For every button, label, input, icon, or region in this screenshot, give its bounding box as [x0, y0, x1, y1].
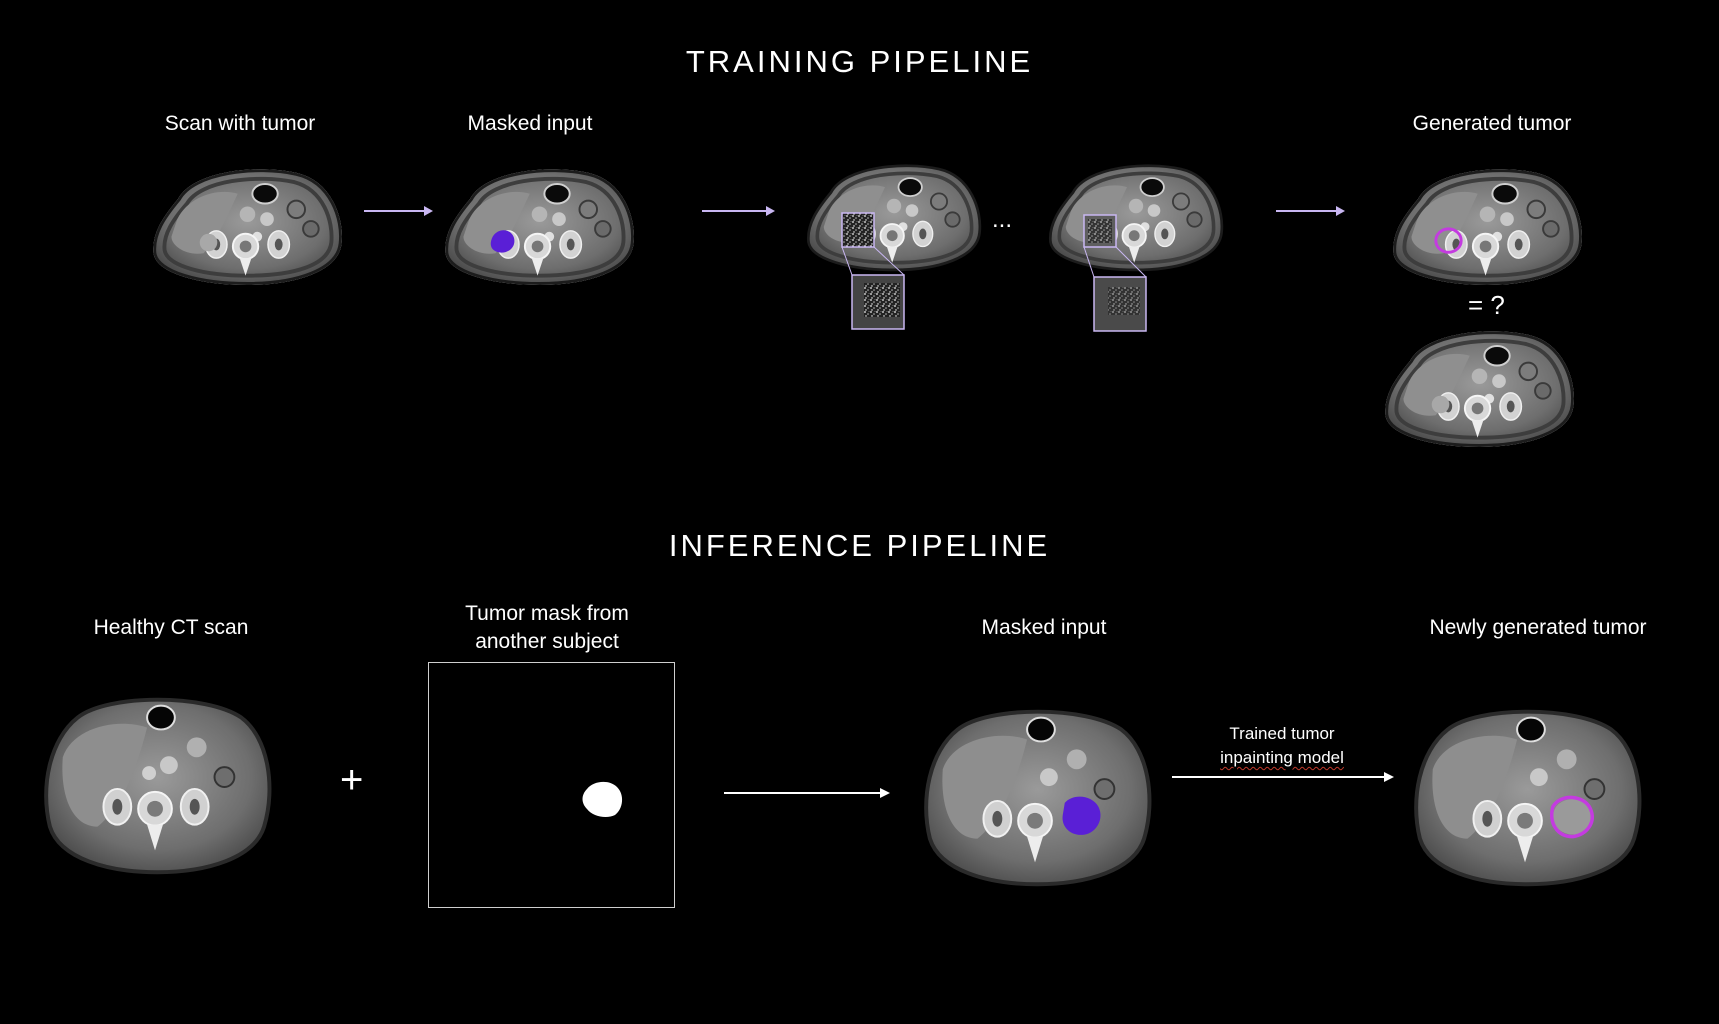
label-tumor-mask-line2: another subject	[475, 630, 619, 653]
label-scan-with-tumor: Scan with tumor	[164, 112, 316, 135]
training-arrow-3	[1276, 206, 1345, 216]
ct-masked-input-training	[444, 168, 635, 286]
ct-generated-tumor	[1392, 168, 1583, 286]
label-newly-generated-tumor: Newly generated tumor	[1429, 616, 1647, 639]
tumor-mask-panel	[428, 662, 675, 908]
diffusion-step-last	[1046, 155, 1226, 332]
inference-pipeline-title: INFERENCE PIPELINE	[668, 528, 1051, 563]
ct-newly-generated-tumor	[1414, 709, 1642, 887]
model-label-line2: inpainting model	[1182, 746, 1382, 770]
inference-arrow-2	[1172, 772, 1394, 782]
label-masked-input: Masked input	[467, 112, 593, 135]
training-arrow-1	[364, 206, 433, 216]
inference-arrow-1	[724, 788, 890, 798]
model-label-line2-text: inpainting model	[1220, 748, 1344, 767]
ct-scan-with-tumor	[152, 168, 343, 286]
label-tumor-mask-line1: Tumor mask from	[465, 602, 629, 625]
tumor-mask-shape	[582, 781, 623, 817]
training-arrow-2	[702, 206, 775, 216]
ct-healthy-scan	[44, 697, 272, 875]
label-masked-input-inference: Masked input	[981, 616, 1107, 639]
ct-ground-truth	[1384, 330, 1575, 448]
training-pipeline-title: TRAINING PIPELINE	[685, 44, 1034, 79]
label-generated-tumor: Generated tumor	[1412, 112, 1572, 135]
ct-masked-input-inference	[924, 709, 1152, 887]
label-healthy-ct-scan: Healthy CT scan	[93, 616, 249, 639]
ellipsis: ...	[992, 206, 1013, 233]
diffusion-step-first	[804, 155, 984, 330]
model-label-line1: Trained tumor	[1229, 724, 1335, 743]
plus-sign: +	[340, 758, 364, 802]
compare-symbol: = ?	[1468, 290, 1505, 320]
